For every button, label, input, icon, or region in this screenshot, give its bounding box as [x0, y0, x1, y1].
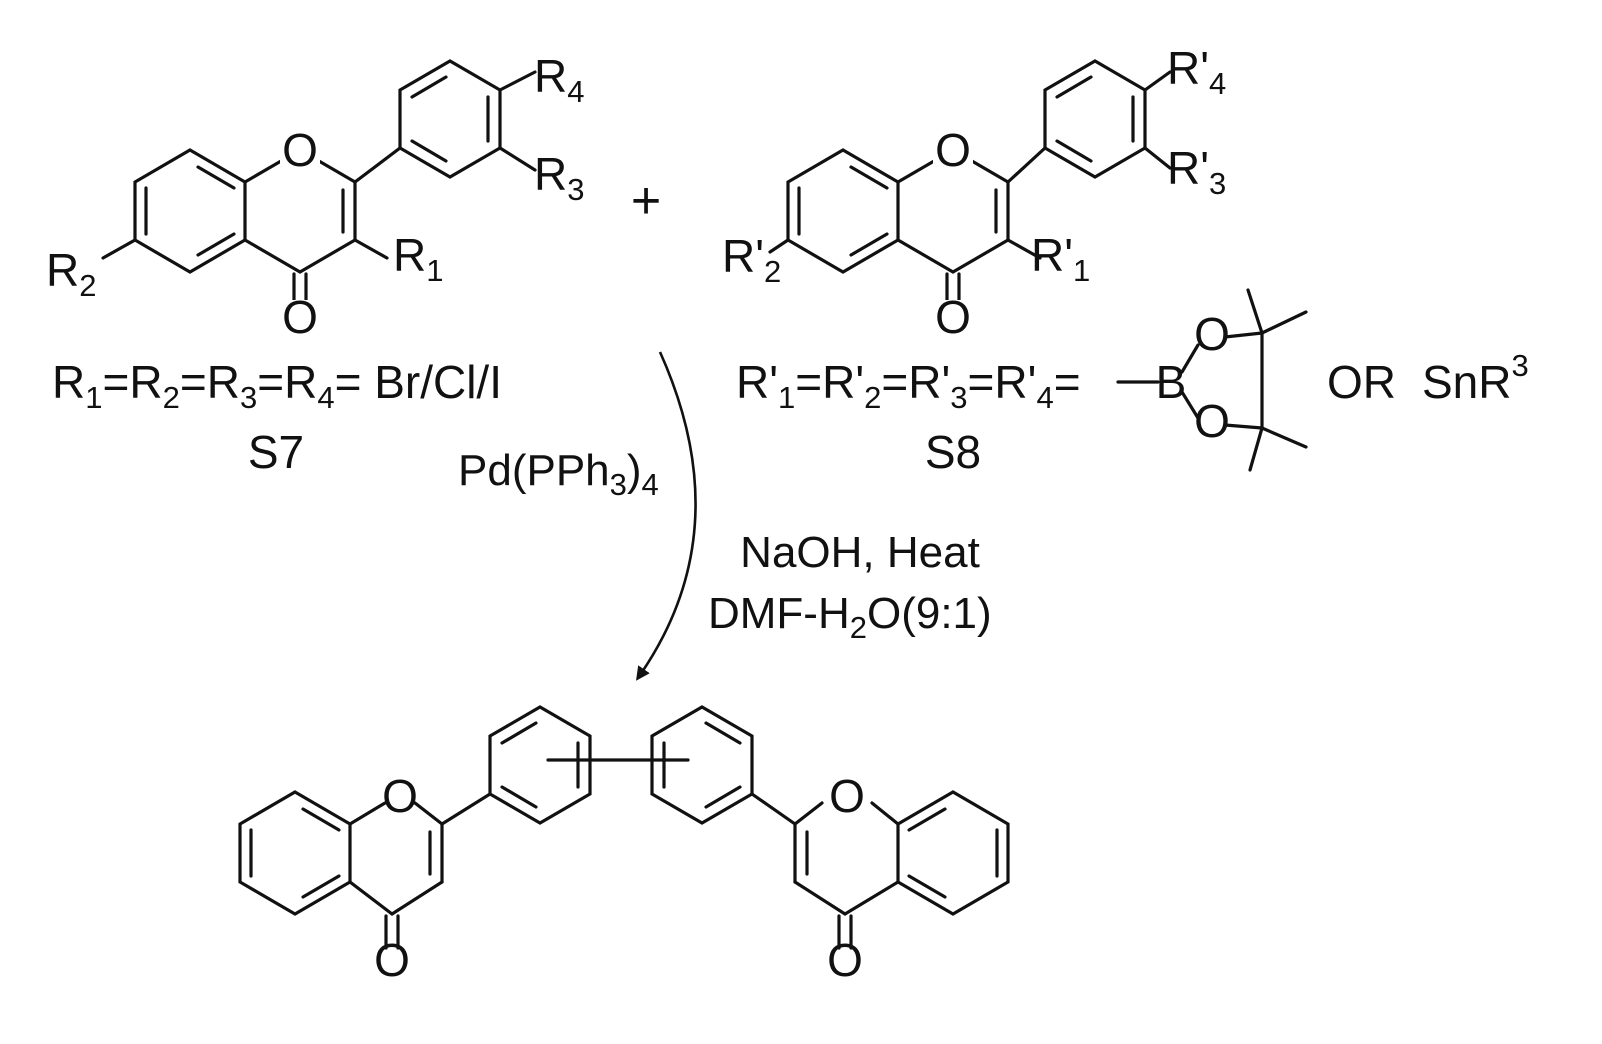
compound-id-s8: S8 [925, 426, 981, 478]
ring-oxygen-label: O [935, 124, 971, 176]
reaction-arrow [636, 351, 697, 681]
substituent-r4-prime: R'4 [1167, 42, 1226, 101]
substituent-r3-prime: R'3 [1167, 142, 1226, 201]
plus-sign: + [631, 172, 661, 230]
stannane-label: SnR3 [1422, 348, 1529, 408]
solvent-condition: DMF-H2O(9:1) [708, 589, 992, 645]
product-left-ring-oxygen: O [382, 770, 418, 822]
substituent-r1: R1 [393, 229, 443, 288]
flavone-s7-structure [101, 59, 537, 342]
carbonyl-oxygen-label: O [282, 291, 318, 343]
boronate-oxygen-top: O [1194, 308, 1230, 360]
flavone-s8-structure [768, 59, 1172, 342]
ring-oxygen-label: O [282, 124, 318, 176]
substituent-r3: R3 [534, 148, 584, 207]
product-left-carbonyl-oxygen: O [374, 934, 410, 986]
product-right-ring-oxygen: O [829, 770, 865, 822]
substituent-r2-prime: R'2 [722, 230, 781, 289]
substituent-r1-prime: R'1 [1031, 229, 1090, 288]
s8-substituent-definition: R'1=R'2=R'3=R'4= [736, 356, 1081, 415]
boron-label: B [1156, 356, 1187, 408]
substituent-r4: R4 [534, 50, 584, 109]
base-heat-condition: NaOH, Heat [740, 528, 980, 577]
catalyst-label: Pd(PPh3)4 [458, 446, 659, 502]
boronate-oxygen-bottom: O [1194, 395, 1230, 447]
s7-substituent-definition: R1=R2=R3=R4= Br/Cl/I [52, 356, 502, 415]
pinacol-boronate-structure [1116, 288, 1308, 472]
biflavone-product-structure [238, 705, 1010, 950]
product-right-carbonyl-oxygen: O [827, 934, 863, 986]
carbonyl-oxygen-label: O [935, 291, 971, 343]
substituent-r2: R2 [46, 244, 96, 303]
or-text: OR [1327, 356, 1396, 408]
compound-id-s7: S7 [248, 426, 304, 478]
